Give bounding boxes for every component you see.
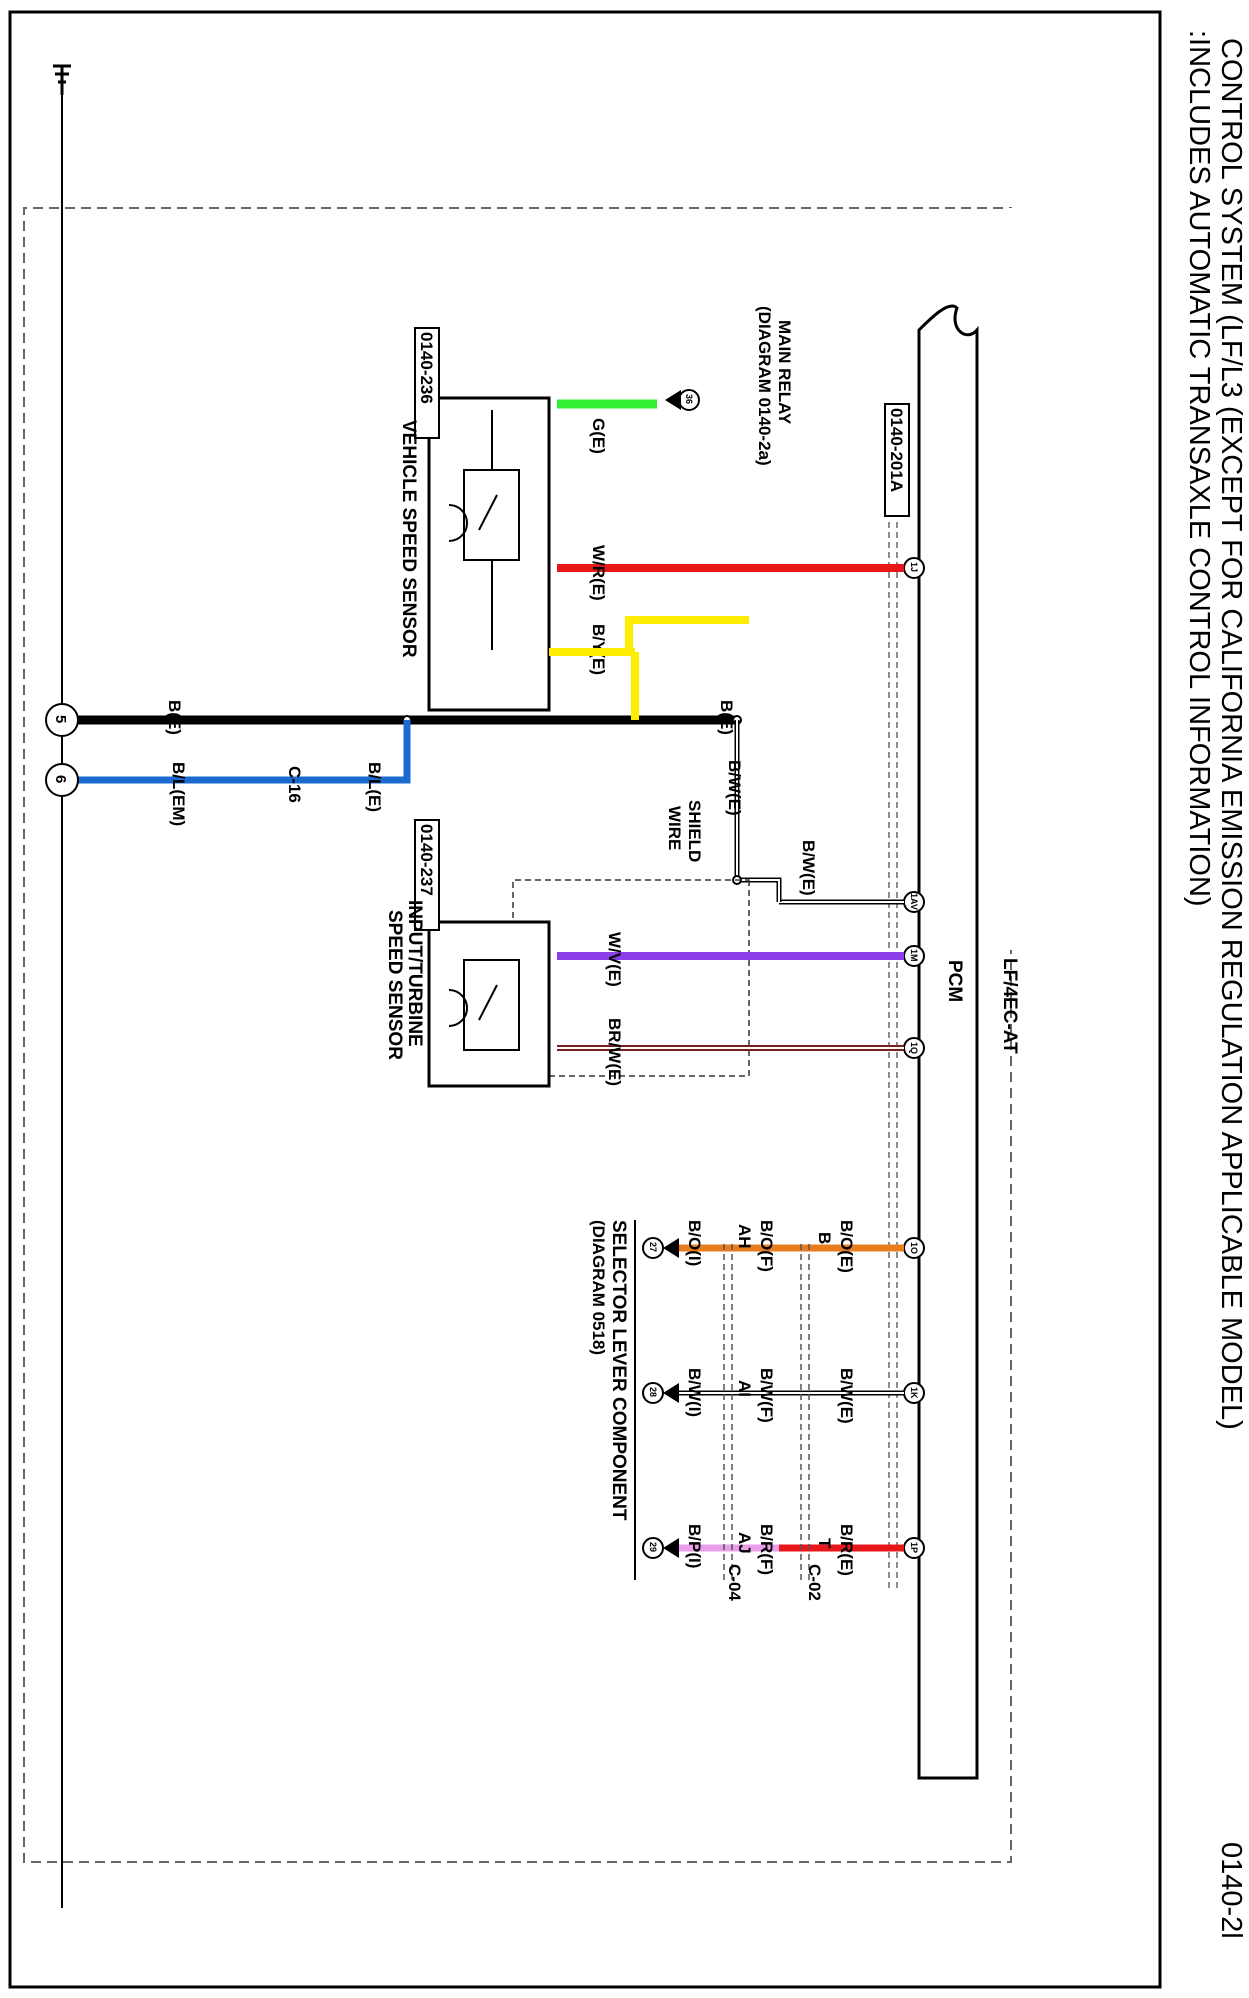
wire-label-gnd-em: B/L(EM) (169, 762, 188, 826)
selector-diagram-ref: (DIAGRAM 0518) (589, 1220, 608, 1355)
wire-label-shield-upper: B/W(E) (799, 840, 818, 896)
selector-node-29: 29 (642, 1537, 679, 1559)
svg-text:1O: 1O (909, 1242, 919, 1254)
wire-label-sel1-e: B/O(E) (837, 1220, 856, 1273)
svg-text:1P: 1P (909, 1542, 919, 1553)
wire-label-sel3-e: B/R(E) (837, 1524, 856, 1576)
wire-label-sel2-i: B/W(I) (685, 1368, 704, 1417)
svg-text:29: 29 (648, 1542, 658, 1552)
svg-text:28: 28 (648, 1387, 658, 1397)
vss-connector-ref: 0140-236 (417, 332, 436, 404)
connector-pin-aj: AJ (735, 1532, 754, 1554)
pcm-pin-1m: 1M (903, 945, 925, 967)
page-number: 0140-2l (1215, 1842, 1247, 1939)
page-border (8, 10, 1162, 1989)
ground-symbol-icon (53, 64, 71, 95)
wire-label-sel3-f: B/R(F) (757, 1524, 776, 1575)
wire-label-gnd-main-2: B(E) (717, 700, 736, 735)
selector-label: SELECTOR LEVER COMPONENT (608, 1220, 629, 1521)
variant-boundary (23, 207, 1012, 1863)
wire-label-sel1-i: B/O(I) (685, 1220, 704, 1266)
wire-label-turbine-1: W/V(E) (605, 932, 624, 987)
wire-label-sel2-f: B/W(F) (757, 1368, 776, 1423)
selector-node-27: 27 (642, 1237, 679, 1259)
wire-label-turbine-2: BR/W(E) (605, 1018, 624, 1086)
turbine-gear-icon (448, 989, 468, 1027)
wire-label-vss-power: G(E) (589, 418, 608, 454)
wire-label-gnd-main: B(E) (165, 700, 184, 735)
main-relay-node: 36 (665, 389, 700, 411)
pcm-pin-1q: 1Q (903, 1037, 925, 1059)
page-title: CONTROL SYSTEM (LF/L3 (EXCEPT FOR CALIFO… (1215, 38, 1247, 1430)
svg-text:6: 6 (52, 775, 69, 783)
wire-label-shield-lower: B/W(E) (725, 760, 744, 816)
shield-label: SHIELD (685, 800, 704, 862)
wire-label-sel3-i: B/P(I) (685, 1524, 704, 1568)
connector-pin-ah: AH (735, 1224, 754, 1249)
wire-vss-power-line (609, 390, 665, 400)
selector-node-28: 28 (642, 1382, 679, 1404)
svg-text:1K: 1K (909, 1387, 919, 1399)
pcm-pin-1p: 1P (903, 1537, 925, 1559)
svg-text:1M: 1M (909, 949, 919, 962)
vss-label: VEHICLE SPEED SENSOR (398, 420, 419, 658)
svg-text:27: 27 (648, 1242, 658, 1252)
wire-label-vss-signal: W/R(E) (589, 545, 608, 601)
pcm-box (917, 304, 979, 1780)
pcm-pin-1k: 1K (903, 1382, 925, 1404)
page-subtitle: :INCLUDES AUTOMATIC TRANSAXLE CONTROL IN… (1183, 30, 1215, 907)
connector-c16-label: C-16 (285, 766, 304, 803)
ground-node-5: 5 (45, 703, 79, 737)
wire-label-gnd-branch: B/L(E) (365, 762, 384, 812)
pcm-connector-ref: 0140-201A (887, 408, 906, 492)
pcm-pin-1j: 1J (903, 557, 925, 579)
turbine-connector-ref: 0140-237 (417, 824, 436, 896)
connector-pin-t: T (815, 1538, 834, 1549)
connector-c02-label: C-02 (805, 1564, 824, 1601)
sensor-gear-icon (448, 504, 468, 542)
connector-pin-ai: AI (735, 1380, 754, 1397)
pcm-pin-1o: 1O (903, 1237, 925, 1259)
main-relay-diagram-ref: (DIAGRAM 0140-2a) (755, 306, 774, 466)
variant-label: LF/4EC-AT (999, 958, 1020, 1054)
ground-node-6: 6 (45, 763, 79, 797)
wire-label-sel1-f: B/O(F) (757, 1220, 776, 1272)
main-relay-label: MAIN RELAY (775, 320, 794, 425)
svg-text:1J: 1J (909, 562, 919, 572)
wire-label-sel2-e: B/W(E) (837, 1368, 856, 1424)
shield-label-wire: WIRE (665, 806, 684, 850)
wire-shield (737, 720, 904, 902)
svg-text:1Q: 1Q (909, 1042, 919, 1054)
svg-text:36: 36 (684, 394, 694, 404)
turbine-label-line2: SPEED SENSOR (384, 910, 405, 1060)
turbine-label-line1: INPUT/TURBINE (404, 900, 425, 1047)
connector-c04-label: C-04 (725, 1564, 744, 1601)
pcm-label: PCM (944, 960, 965, 1002)
svg-text:5: 5 (52, 715, 69, 723)
connector-pin-b: B (815, 1232, 834, 1244)
pcm-pin-1av: 1AV (903, 891, 925, 913)
svg-text:1AV: 1AV (909, 893, 919, 910)
